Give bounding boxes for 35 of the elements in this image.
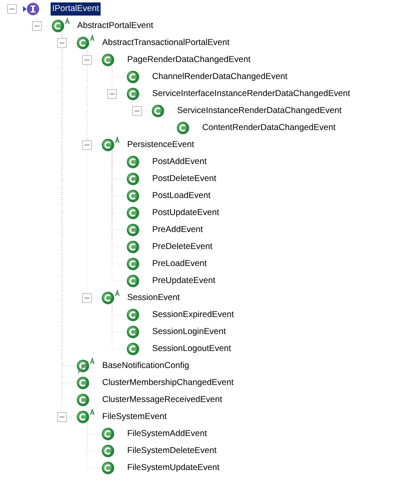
tree-item-label: FileSystemDeleteEvent xyxy=(128,446,216,455)
tree-item-label: ContentRenderDataChangedEvent xyxy=(202,124,336,132)
tree-item-label: PostLoadEvent xyxy=(152,192,210,198)
tree-connector xyxy=(112,304,128,350)
tree-item-label: PostAddEvent xyxy=(152,158,207,164)
tree-item-label: PostDeleteEvent xyxy=(152,174,216,182)
tree-item-label: ServiceInterfaceInstanceRenderDataChangedEvent xyxy=(152,90,350,98)
tree-item-label: PreAddEvent xyxy=(152,226,203,232)
tree-item-label: AbstractTransactionalPortalEvent xyxy=(102,38,230,46)
tree-connector xyxy=(136,100,152,112)
tree-item-label: PostUpdateEvent xyxy=(152,208,220,217)
tree-item-label: FileSystemAddEvent xyxy=(128,430,207,438)
tree-item-label: ClusterMembershipChangedEvent xyxy=(102,378,234,387)
tree-item-label: ServiceInstanceRenderDataChangedEvent xyxy=(178,106,342,115)
tree-item-label: FileSystemUpdateEvent xyxy=(128,464,220,472)
tree-connector xyxy=(112,66,128,94)
tree-item-label: BaseNotificationConfig xyxy=(102,362,189,370)
tree-connector xyxy=(86,48,102,298)
selected-tree-item: IPortalEvent xyxy=(50,2,101,16)
tree-item-label: SessionLoginEvent xyxy=(152,328,226,336)
tree-item-label: SessionLogoutEvent xyxy=(152,344,232,353)
tree-item-label: SessionEvent xyxy=(128,294,180,300)
tree-item-label: ChannelRenderDataChangedEvent xyxy=(152,72,288,81)
tree-connector xyxy=(86,422,102,468)
tree-connector xyxy=(162,116,178,128)
tree-connector xyxy=(36,14,52,26)
tree-item-label: PersistenceEvent xyxy=(128,140,194,148)
tree-item-label: SessionExpiredEvent xyxy=(152,310,234,319)
tree-item-label: PreDeleteEvent xyxy=(152,242,212,250)
tree-item-label: FileSystemEvent xyxy=(102,412,167,421)
tree-item-label: PageRenderDataChangedEvent xyxy=(128,56,250,64)
tree-item-label: PreUpdateEvent xyxy=(152,276,216,285)
tree-item-label: AbstractPortalEvent xyxy=(77,22,154,28)
tree-item-label: ClusterMessageReceivedEvent xyxy=(102,396,222,404)
tree-item-label: PreLoadEvent xyxy=(152,260,207,266)
